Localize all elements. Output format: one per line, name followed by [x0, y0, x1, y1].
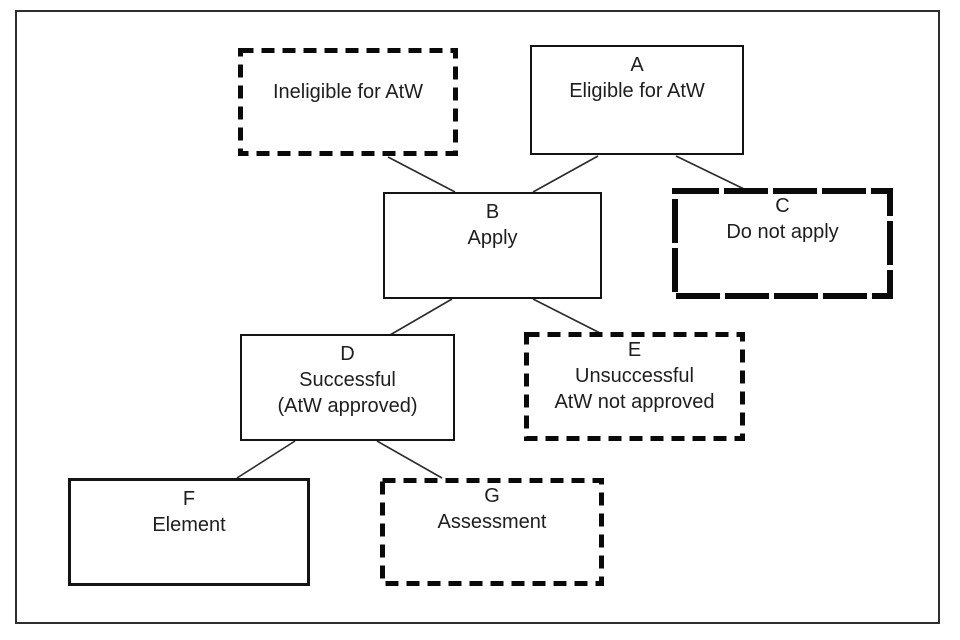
node-letter: C	[775, 195, 790, 217]
node-label-2: AtW not approved	[554, 391, 715, 413]
node-letter: F	[182, 488, 196, 510]
node-text: A Eligible for AtW	[532, 47, 742, 130]
node-label: Assessment	[437, 511, 547, 533]
node-letter	[238, 53, 458, 79]
node-label: Unsuccessful	[575, 365, 694, 387]
node-label: Element	[152, 514, 226, 536]
node-letter: G	[484, 485, 500, 507]
node-d-successful: D Successful (AtW approved)	[240, 334, 455, 441]
node-label: Apply	[467, 227, 518, 249]
node-c-do-not-apply: C Do not apply	[672, 188, 893, 299]
node-f-element: F Element	[68, 478, 310, 586]
node-letter: A	[630, 54, 644, 76]
node-label-2	[238, 105, 458, 131]
bold-long-dash-border	[672, 188, 893, 299]
node-label: Do not apply	[726, 221, 839, 243]
node-label-2	[532, 104, 742, 130]
node-a-eligible-for-atw: A Eligible for AtW	[530, 45, 744, 155]
node-label: Successful	[299, 369, 396, 391]
node-e-unsuccessful: E Unsuccessful AtW not approved	[524, 332, 745, 441]
dashed-border	[524, 332, 745, 441]
diagram-frame	[15, 10, 940, 624]
node-label: Ineligible for AtW	[272, 81, 424, 103]
node-text: C Do not apply	[672, 188, 893, 271]
node-text: F Element	[71, 481, 307, 564]
node-ineligible-for-atw: Ineligible for AtW	[238, 48, 458, 156]
node-label-2	[385, 251, 600, 277]
node-letter: B	[485, 201, 500, 223]
node-text: E Unsuccessful AtW not approved	[524, 332, 745, 415]
dashed-border	[238, 48, 458, 156]
node-g-assessment: G Assessment	[380, 478, 604, 586]
node-b-apply: B Apply	[383, 192, 602, 299]
node-text: G Assessment	[380, 478, 604, 561]
node-letter: D	[340, 343, 355, 365]
dashed-border	[380, 478, 604, 586]
node-text: D Successful (AtW approved)	[242, 336, 453, 419]
node-label-2	[672, 245, 893, 271]
node-label-2	[380, 535, 604, 561]
node-text: B Apply	[385, 194, 600, 277]
node-label-2	[71, 538, 307, 564]
node-letter: E	[627, 339, 642, 361]
node-label: Eligible for AtW	[569, 80, 705, 102]
node-text: Ineligible for AtW	[238, 48, 458, 131]
node-label-2: (AtW approved)	[277, 395, 418, 417]
